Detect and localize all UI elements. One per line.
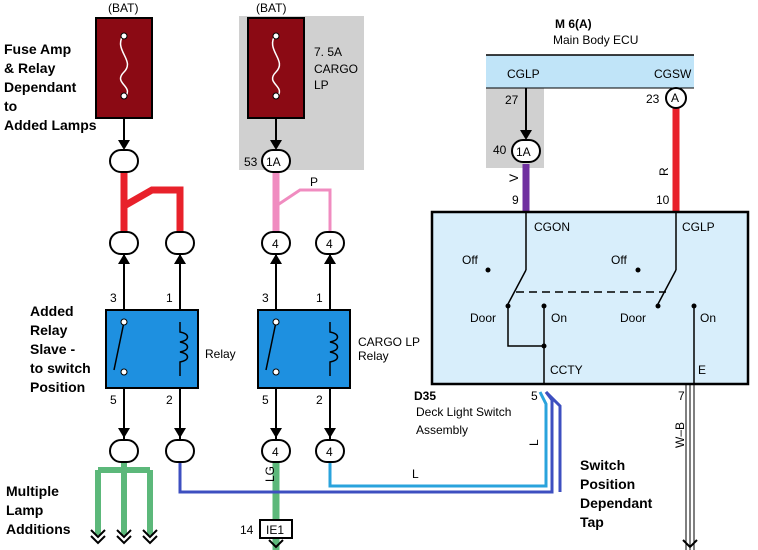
- switch-pin5: 5: [531, 389, 538, 403]
- fuse-name2: LP: [314, 78, 329, 92]
- switch-name2: Assembly: [416, 423, 468, 437]
- note-fuse-amp: Fuse Amp & Relay Dependant to Added Lamp…: [4, 41, 97, 133]
- switch-ccty: CCTY: [550, 363, 583, 377]
- relay-cargo: 3 1 5 2 CARGO LP Relay: [257, 254, 420, 440]
- pin-53: 53: [244, 155, 258, 169]
- relay1-pin1: 1: [166, 291, 173, 305]
- connector-relay1-5: [109, 439, 139, 463]
- splice-name: IE1: [266, 523, 284, 537]
- svg-text:to: to: [4, 98, 17, 114]
- wire-cyan-l: [328, 391, 548, 488]
- relay2-pin5: 5: [262, 393, 269, 407]
- switch-cglp: CGLP: [682, 220, 715, 234]
- switch-on2: On: [700, 311, 716, 325]
- relay2-name1: CARGO LP: [358, 335, 420, 349]
- switch-on1: On: [551, 311, 567, 325]
- connector-relay1-3: [109, 231, 139, 255]
- fuse-left: (BAT): [95, 1, 153, 119]
- note-relay-slave: Added Relay Slave - to switch Position: [30, 303, 91, 395]
- main-body-ecu: M 6(A) Main Body ECU CGLP CGSW: [486, 17, 694, 89]
- note-multiple-lamps: Multiple Lamp Additions: [6, 483, 71, 537]
- switch-pin7: 7: [678, 389, 685, 403]
- svg-text:Position: Position: [30, 379, 85, 395]
- connector-relay1-2: [165, 439, 195, 463]
- svg-text:Additions: Additions: [6, 521, 71, 537]
- svg-text:Lamp: Lamp: [6, 502, 43, 518]
- fuse-mid-bat: (BAT): [256, 1, 286, 15]
- wires: P V 9 R 10 27 23 40 LG L L W–B: [95, 88, 695, 550]
- wire-lg-label: LG: [263, 466, 277, 482]
- wire-r-label: R: [657, 167, 671, 176]
- relay2-pin2: 2: [316, 393, 323, 407]
- ecu-ref: M 6(A): [555, 17, 592, 31]
- switch-ref: D35: [414, 389, 436, 403]
- svg-text:Position: Position: [580, 476, 635, 492]
- connector-1a-ecu: [511, 139, 541, 163]
- splice-ie1: IE1 14: [240, 519, 293, 539]
- switch-name1: Deck Light Switch: [416, 405, 511, 419]
- svg-text:Added Lamps: Added Lamps: [4, 117, 97, 133]
- fuse-cargo: (BAT) 7. 5A CARGO LP: [247, 1, 358, 119]
- svg-text:Multiple: Multiple: [6, 483, 59, 499]
- ecu-cglp: CGLP: [507, 67, 540, 81]
- svg-text:& Relay: & Relay: [4, 60, 56, 76]
- wire-wb-label: W–B: [673, 422, 687, 448]
- pin-10: 10: [656, 193, 670, 207]
- relay1-pin3: 3: [110, 291, 117, 305]
- switch-e: E: [698, 363, 706, 377]
- wire-l-label: L: [412, 467, 419, 481]
- conn-r2-c3: 4: [272, 445, 279, 459]
- svg-text:Relay: Relay: [30, 322, 68, 338]
- conn-a-label: A: [671, 91, 679, 105]
- deck-light-switch: CGON CGLP Off Off Door On Door On CCTY E…: [414, 210, 750, 437]
- conn-r2-c1: 4: [272, 237, 279, 251]
- svg-text:Switch: Switch: [580, 457, 625, 473]
- switch-door1: Door: [470, 311, 496, 325]
- relay2-name2: Relay: [358, 349, 389, 363]
- fuse-left-bat: (BAT): [108, 1, 138, 15]
- connector-1a-mid: [261, 149, 291, 173]
- pin-27: 27: [505, 93, 519, 107]
- svg-text:Dependant: Dependant: [4, 79, 77, 95]
- svg-text:Slave -: Slave -: [30, 341, 75, 357]
- connector-a-ecu: [665, 87, 687, 109]
- relay2-pin1: 1: [316, 291, 323, 305]
- fuse-name1: CARGO: [314, 62, 358, 76]
- relay1-name: Relay: [205, 347, 236, 361]
- connector-relay1-1: [165, 231, 195, 255]
- relay1-pin5: 5: [110, 393, 117, 407]
- relay-added: 3 1 5 2 Relay: [105, 254, 236, 440]
- wire-l2-label: L: [527, 439, 541, 446]
- switch-off2: Off: [611, 253, 627, 267]
- switch-cgon: CGON: [534, 220, 570, 234]
- wire-green-lamps: [95, 462, 153, 535]
- conn-r2-c4: 4: [326, 445, 333, 459]
- svg-text:to switch: to switch: [30, 360, 91, 376]
- svg-text:Dependant: Dependant: [580, 495, 653, 511]
- note-switch-tap: Switch Position Dependant Tap: [580, 457, 653, 530]
- conn-1a-mid-label: 1A: [266, 155, 281, 169]
- ecu-name: Main Body ECU: [553, 33, 638, 47]
- switch-door2: Door: [620, 311, 646, 325]
- pin-40: 40: [493, 143, 507, 157]
- pin-23: 23: [646, 92, 660, 106]
- conn-1a-ecu-label: 1A: [516, 145, 531, 159]
- wire-v-label: V: [507, 174, 521, 182]
- svg-text:Added: Added: [30, 303, 74, 319]
- ecu-cgsw: CGSW: [654, 67, 692, 81]
- svg-text:Tap: Tap: [580, 514, 604, 530]
- wire-p-label: P: [310, 175, 318, 189]
- relay1-pin2: 2: [166, 393, 173, 407]
- svg-text:Fuse Amp: Fuse Amp: [4, 41, 71, 57]
- relay2-pin3: 3: [262, 291, 269, 305]
- switch-off1: Off: [462, 253, 478, 267]
- pin-9: 9: [512, 193, 519, 207]
- connector-fuse-left: [109, 149, 139, 173]
- lamp-chevrons: [90, 529, 698, 549]
- fuse-rating: 7. 5A: [314, 45, 342, 59]
- splice-pin: 14: [240, 523, 254, 537]
- conn-r2-c2: 4: [326, 237, 333, 251]
